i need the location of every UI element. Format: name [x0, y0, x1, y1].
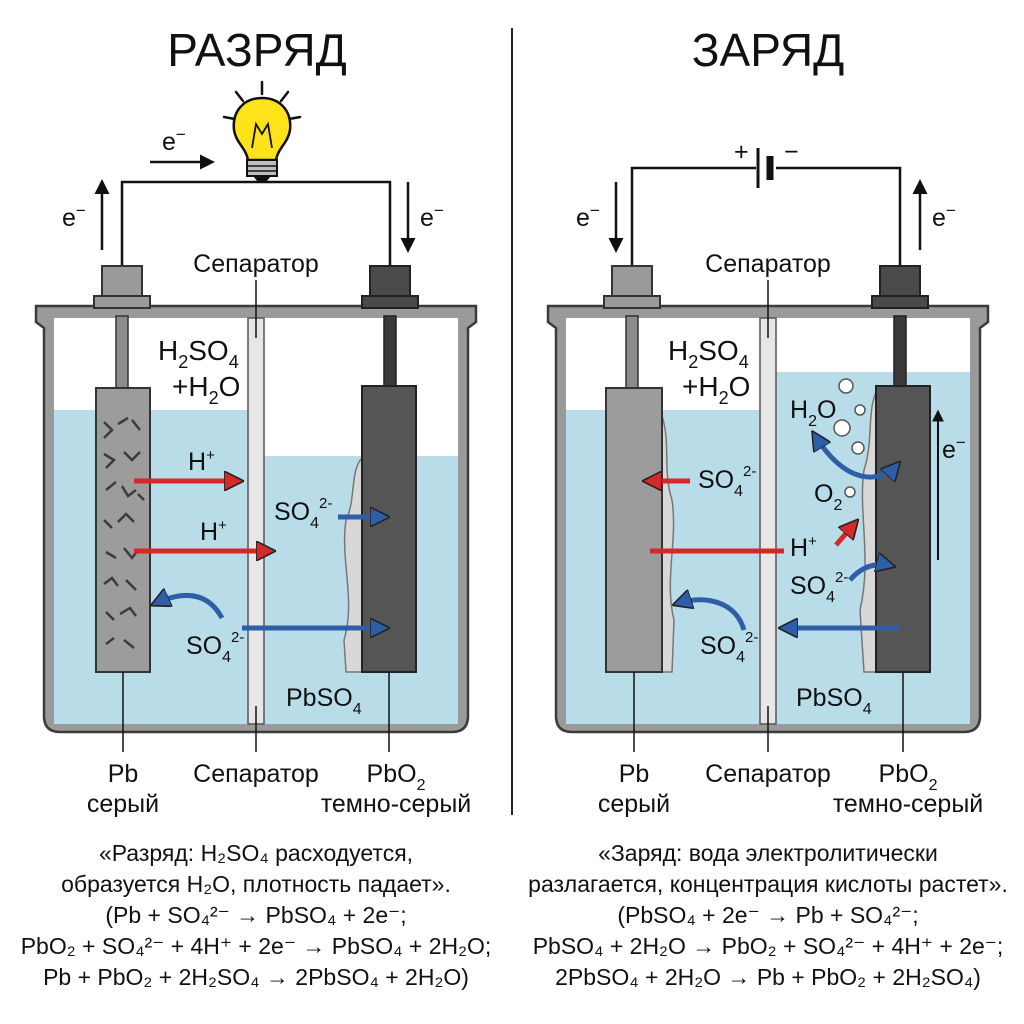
sulfate-label: SO42-	[790, 569, 848, 606]
sulfate-arrow	[676, 600, 747, 631]
charge-equation: 2PbSO₄ + 2H₂O → Pb + PbO₂ + 2H₂SO₄)	[555, 964, 981, 990]
pb-terminal-base	[93, 295, 151, 309]
separator	[247, 317, 265, 725]
charge-caption: «Заряд: вода электролитически разлагаетс…	[516, 838, 1020, 993]
discharge-panel: РАЗРЯД e− e− e−	[34, 24, 478, 818]
h2o-label: H2O	[790, 396, 836, 430]
pbso4-label: PbSO4	[796, 684, 872, 718]
electron-label: e−	[932, 201, 956, 232]
charge-title: ЗАРЯД	[692, 24, 845, 76]
charge-panel: ЗАРЯД + − e− e−	[546, 24, 990, 818]
battery-minus-label: −	[784, 138, 799, 166]
hplus-arrow	[834, 522, 856, 547]
separator	[759, 317, 777, 725]
charge-equation: PbSO₄ + 2H₂O → PbO₂ + SO₄²⁻ + 4H⁺ + 2e⁻;	[532, 933, 1004, 959]
pb-terminal-base	[603, 295, 661, 309]
pb-electrode-rod	[625, 315, 639, 391]
pbo2-terminal-base	[361, 295, 419, 309]
separator-top-label: Сепаратор	[193, 250, 319, 278]
hplus-label: H+	[188, 447, 215, 476]
acid-label: H2SO4	[668, 335, 749, 372]
pbo2-electrode-rod	[383, 315, 397, 391]
hplus-label: H+	[790, 533, 817, 562]
pbo2-label: PbO2	[879, 760, 938, 794]
pbso4-layer	[343, 457, 365, 673]
pb-electrode	[95, 387, 151, 673]
water-arrow	[814, 434, 898, 477]
discharge-title: РАЗРЯД	[167, 24, 347, 76]
pb-color-label: серый	[598, 790, 670, 818]
separator-bottom-label: Сепаратор	[193, 760, 319, 788]
charge-equation: (PbSO₄ + 2e⁻ → Pb + SO₄²⁻;	[617, 902, 919, 928]
pbo2-terminal-base	[871, 295, 929, 309]
pbso4-layer	[659, 409, 675, 673]
electron-label: e−	[62, 201, 86, 232]
pbo2-color-label: темно-серый	[321, 790, 472, 818]
pbo2-label: PbO2	[367, 760, 426, 794]
electron-label: e−	[576, 201, 600, 232]
pb-color-label: серый	[87, 790, 159, 818]
pbo2-electrode-rod	[893, 315, 907, 391]
pb-label: Pb	[108, 760, 139, 788]
discharge-caption-line: образуется H₂O, плотность падает».	[61, 871, 451, 897]
discharge-caption: «Разряд: H₂SO₄ расходуется, образуется H…	[4, 838, 508, 993]
pb-electrode-rod	[115, 315, 129, 391]
hplus-label: H+	[200, 517, 227, 546]
battery-icon	[756, 148, 774, 188]
pbso4-label: PbSO4	[286, 684, 362, 718]
charge-caption-line: «Заряд: вода электролитически	[598, 840, 938, 866]
pb-label: Pb	[619, 760, 650, 788]
discharge-equation: PbO₂ + SO₄²⁻ + 4H⁺ + 2e⁻ → PbSO₄ + 2H₂O;	[20, 933, 492, 959]
sulfate-label: SO42-	[698, 463, 756, 500]
discharge-caption-line: «Разряд: H₂SO₄ расходуется,	[98, 840, 414, 866]
sulfate-arrow	[154, 595, 225, 620]
charge-circuit-wire	[630, 166, 756, 268]
sulfate-arrow	[848, 565, 892, 582]
electron-label: e−	[162, 125, 186, 156]
battery-plus-label: +	[734, 138, 749, 166]
pb-electrode	[605, 387, 663, 673]
acid-label: H2SO4	[158, 335, 239, 372]
separator-bottom-label: Сепаратор	[705, 760, 831, 788]
charge-caption-line: разлагается, концентрация кислоты растет…	[528, 871, 1008, 897]
electron-label: e−	[942, 433, 966, 464]
separator-top-label: Сепаратор	[705, 250, 831, 278]
discharge-circuit-wire	[120, 180, 392, 268]
sulfate-label: SO42-	[274, 495, 332, 532]
water-label: +H2O	[172, 371, 240, 408]
pb-electrode-texture	[103, 416, 145, 649]
pbo2-color-label: темно-серый	[833, 790, 984, 818]
charge-circuit-wire	[776, 166, 902, 268]
sulfate-label: SO42-	[186, 629, 244, 666]
o2-label: O2	[814, 480, 842, 514]
discharge-equation: Pb + PbO₂ + 2H₂SO₄ → 2PbSO₄ + 2H₂O)	[43, 964, 469, 990]
electron-label: e−	[420, 201, 444, 232]
sulfate-label: SO42-	[700, 629, 758, 666]
water-label: +H2O	[682, 371, 750, 408]
light-bulb-icon	[222, 80, 302, 182]
pbo2-electrode	[875, 385, 931, 673]
discharge-equation: (Pb + SO₄²⁻ → PbSO₄ + 2e⁻;	[105, 902, 407, 928]
